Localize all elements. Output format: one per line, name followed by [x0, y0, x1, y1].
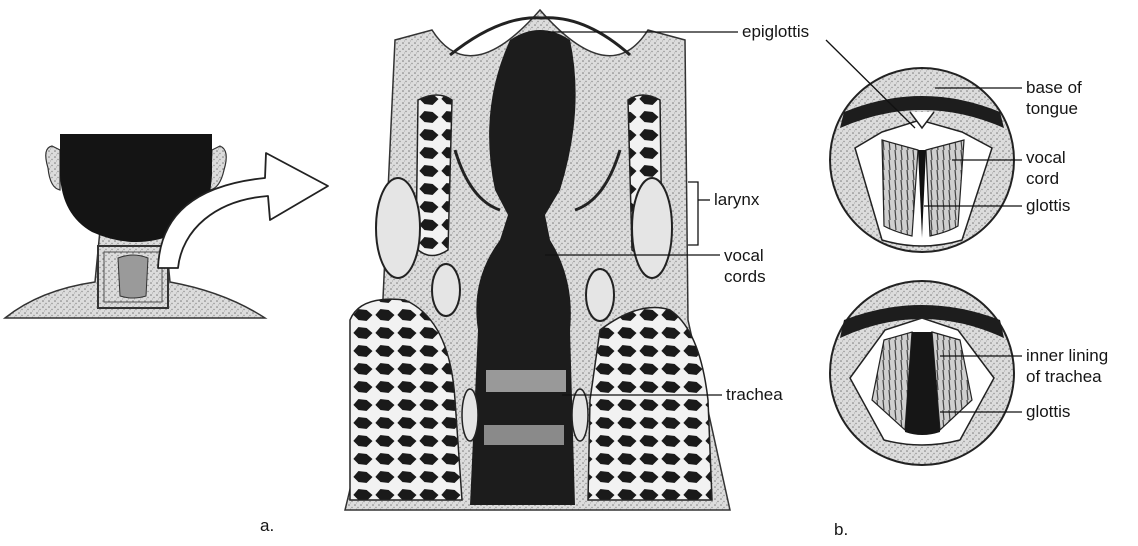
- panel-a-tag: a.: [260, 516, 274, 536]
- glottis-view-bottom: [830, 281, 1014, 465]
- label-trachea: trachea: [726, 385, 783, 405]
- head-silhouette: [5, 134, 265, 318]
- label-glottis-top: glottis: [1026, 196, 1070, 216]
- label-vocal-cords-line1: vocal: [724, 246, 764, 266]
- label-larynx: larynx: [714, 190, 759, 210]
- label-glottis-bottom: glottis: [1026, 402, 1070, 422]
- label-epiglottis: epiglottis: [742, 22, 809, 42]
- label-vocal-cords-line2: cords: [724, 267, 766, 287]
- label-inner-lining-line2: of trachea: [1026, 367, 1102, 387]
- larynx-cross-section: [345, 10, 730, 510]
- label-vocal-cord-line1: vocal: [1026, 148, 1066, 168]
- label-inner-lining-line1: inner lining: [1026, 346, 1108, 366]
- label-base-of-tongue-line2: tongue: [1026, 99, 1078, 119]
- label-vocal-cord-line2: cord: [1026, 169, 1059, 189]
- panel-b-tag: b.: [834, 520, 848, 540]
- label-base-of-tongue-line1: base of: [1026, 78, 1082, 98]
